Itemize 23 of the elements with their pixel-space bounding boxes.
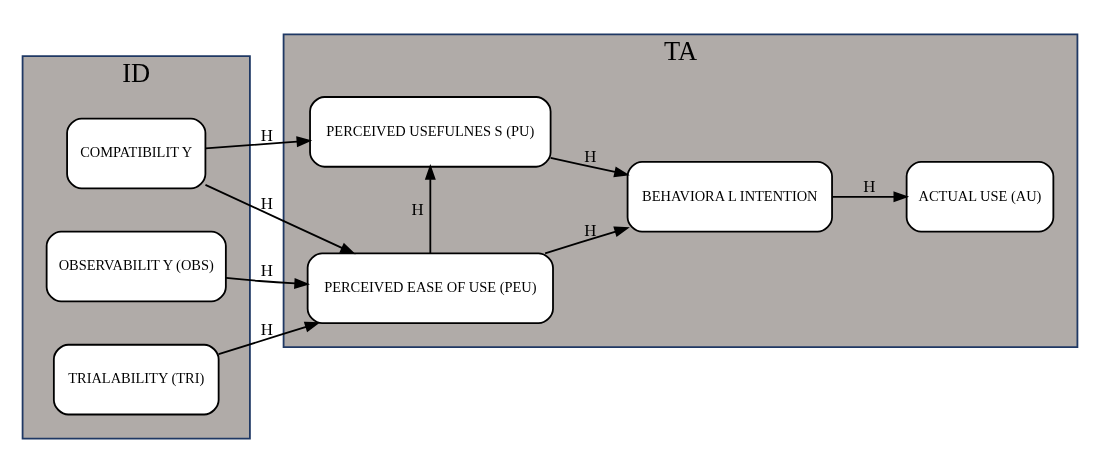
edge-label: H bbox=[260, 125, 273, 145]
edge-label: H bbox=[260, 260, 273, 280]
node-box: OBSERVABILIT Y (OBS) bbox=[45, 230, 227, 302]
arrow bbox=[424, 163, 436, 254]
edge-label: H bbox=[584, 220, 597, 240]
arrow bbox=[217, 321, 321, 355]
arrow bbox=[225, 276, 310, 289]
arrow bbox=[549, 156, 630, 177]
arrow bbox=[204, 183, 356, 254]
arrow bbox=[204, 135, 313, 149]
node-box: TRIALABILITY (TRI) bbox=[52, 343, 220, 415]
edge-label: H bbox=[260, 193, 273, 213]
node-box: BEHAVIORA L INTENTION bbox=[626, 160, 833, 233]
node-box: ACTUAL USE (AU) bbox=[905, 160, 1055, 233]
arrow bbox=[544, 226, 630, 254]
node-box: PERCEIVED USEFULNES S (PU) bbox=[309, 95, 552, 168]
arrow bbox=[831, 190, 910, 202]
edge-label: H bbox=[584, 146, 597, 166]
node-box: PERCEIVED EASE OF USE (PEU) bbox=[306, 251, 554, 324]
edge-label: H bbox=[863, 176, 876, 196]
edge-label: H bbox=[260, 319, 273, 339]
edge-label: H bbox=[411, 198, 424, 218]
node-box: COMPATIBILIT Y bbox=[66, 117, 207, 189]
